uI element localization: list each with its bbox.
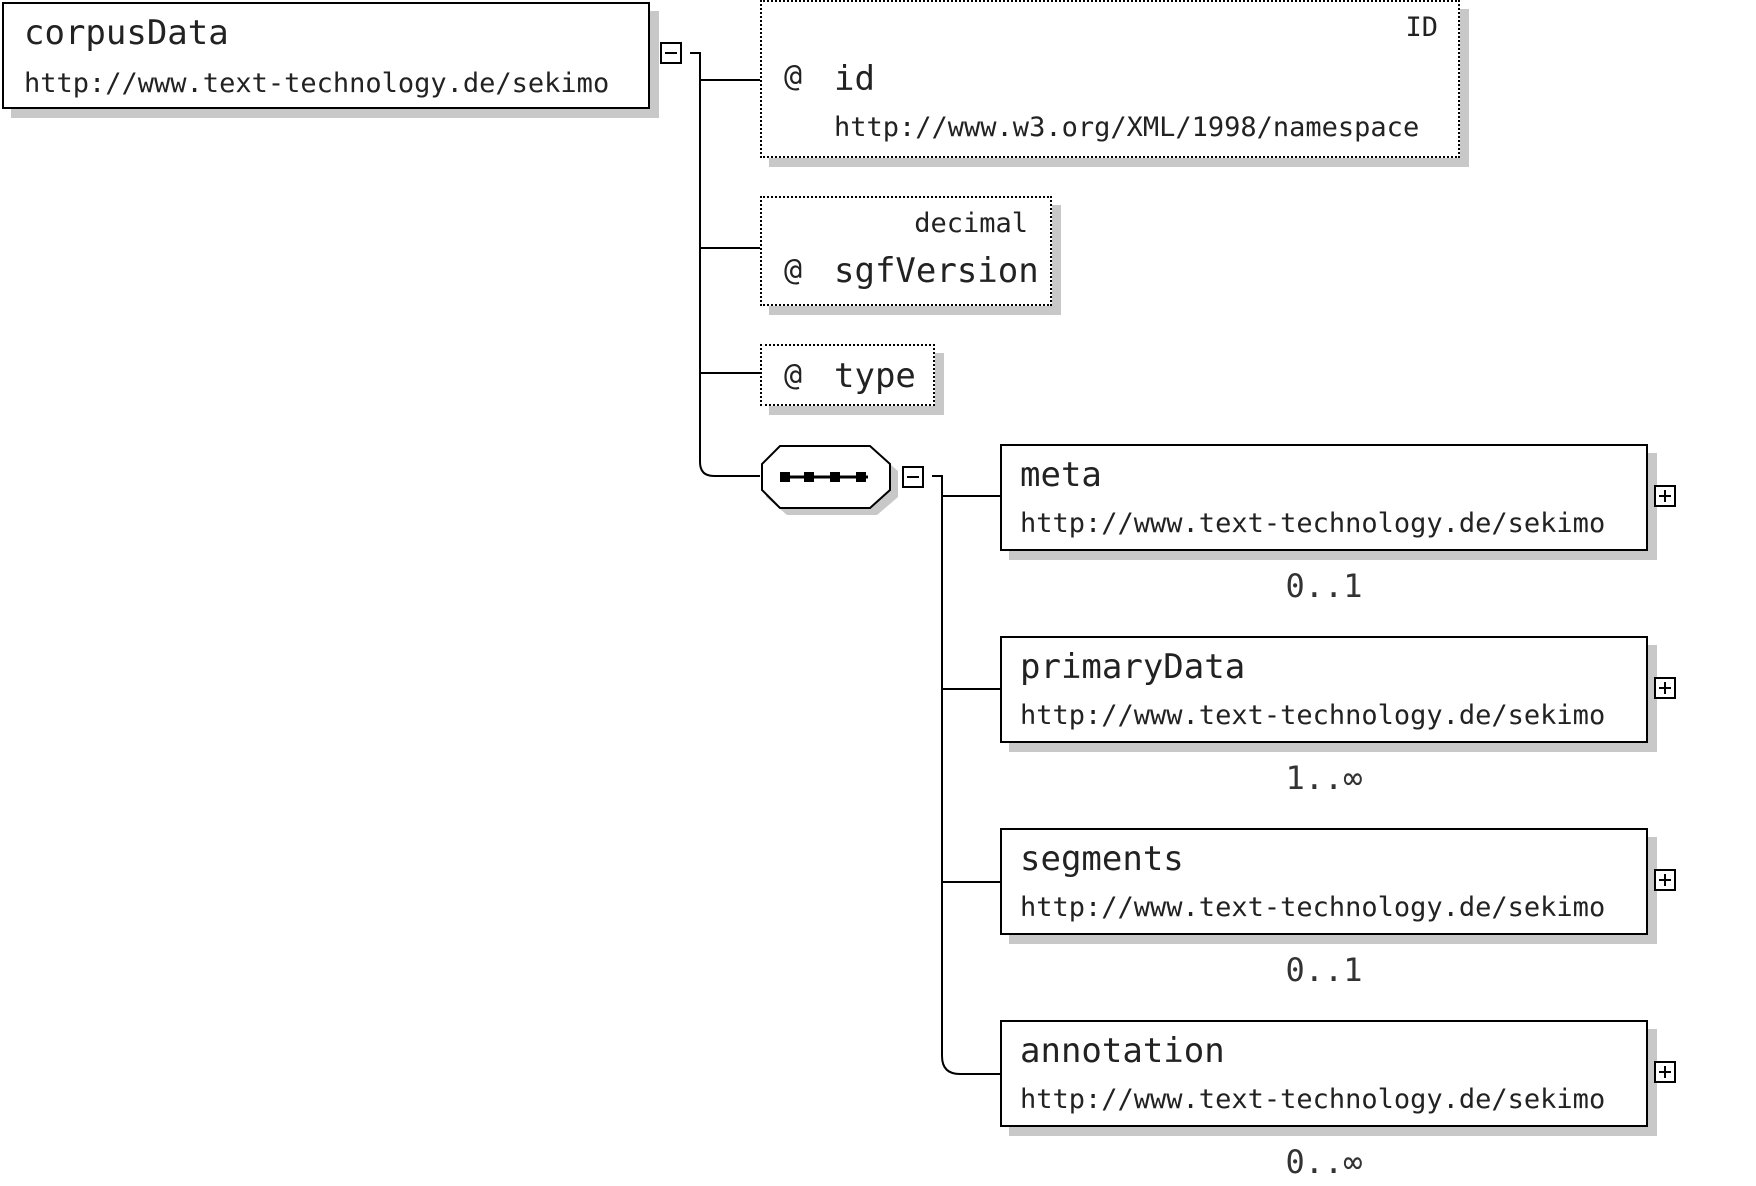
attribute-type-node[interactable]: @ type [760,344,935,406]
attribute-symbol: @ [784,59,803,94]
cardinality-label: 0..1 [1285,951,1363,989]
attribute-type: ID [1405,12,1438,43]
root-trunk-line [690,52,760,477]
element-namespace: http://www.text-technology.de/sekimo [1020,1084,1606,1115]
element-name: primaryData [1020,647,1246,687]
cardinality-label: 1..∞ [1285,759,1363,797]
element-namespace: http://www.text-technology.de/sekimo [24,68,610,99]
element-name: segments [1020,839,1184,879]
attribute-symbol: @ [784,253,803,288]
plus-box-icon[interactable] [1654,869,1676,891]
attribute-id[interactable]: ID @ id http://www.w3.org/XML/1998/names… [760,0,1460,158]
minus-box-icon[interactable] [660,42,682,64]
minus-box-icon[interactable] [902,466,924,488]
plus-box-icon[interactable] [1654,677,1676,699]
sequence-trunk-line [932,475,1000,1075]
element-name: annotation [1020,1031,1225,1071]
child-element-annotation[interactable]: annotation http://www.text-technology.de… [1000,1020,1648,1127]
plus-box-icon[interactable] [1654,1061,1676,1083]
child-element-segments[interactable]: segments http://www.text-technology.de/s… [1000,828,1648,935]
cardinality-label: 0..1 [1285,567,1363,605]
child-element-meta[interactable]: meta http://www.text-technology.de/sekim… [1000,444,1648,551]
attribute-name: type [834,356,916,396]
element-namespace: http://www.text-technology.de/sekimo [1020,508,1606,539]
cardinality-label: 0..∞ [1285,1143,1363,1181]
attribute-sgfversion[interactable]: decimal @ sgfVersion [760,196,1052,306]
sequence-compositor-icon[interactable] [760,444,900,515]
element-name: meta [1020,455,1102,495]
child-element-primarydata[interactable]: primaryData http://www.text-technology.d… [1000,636,1648,743]
plus-box-icon[interactable] [1654,485,1676,507]
root-element-corpusdata[interactable]: corpusData http://www.text-technology.de… [2,2,650,109]
attribute-type: decimal [914,208,1028,239]
attribute-symbol: @ [784,358,803,393]
attribute-name: id [834,59,875,99]
element-name: corpusData [24,13,229,53]
attribute-namespace: http://www.w3.org/XML/1998/namespace [834,112,1420,143]
attribute-name: sgfVersion [834,251,1039,291]
element-namespace: http://www.text-technology.de/sekimo [1020,700,1606,731]
element-namespace: http://www.text-technology.de/sekimo [1020,892,1606,923]
